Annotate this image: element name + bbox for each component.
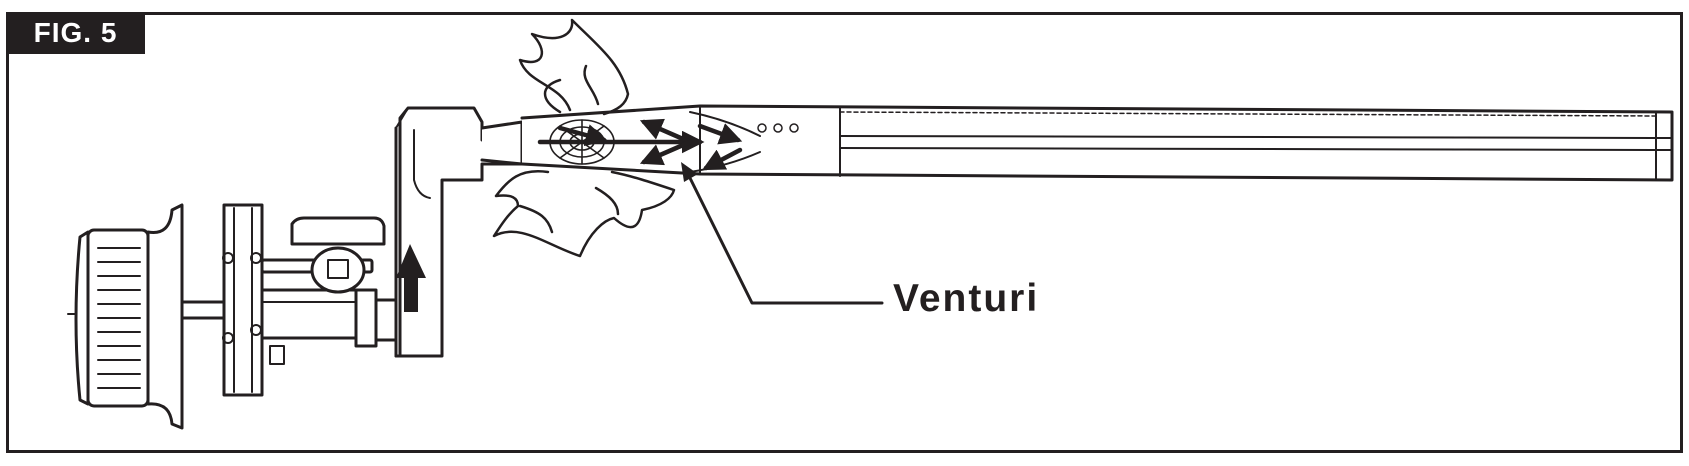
air-flow-arrows [537,118,743,171]
burner-tube [480,104,1674,182]
venturi-label: Venturi [893,277,1040,320]
gas-flow-arrow [396,244,426,312]
figure-tag: FIG. 5 [6,12,145,54]
control-knob [67,203,226,430]
figure-frame [6,12,1683,453]
gas-valve [222,203,398,397]
venturi-leader-line [681,162,884,305]
lower-flame [492,169,676,258]
upper-flame [518,18,630,116]
